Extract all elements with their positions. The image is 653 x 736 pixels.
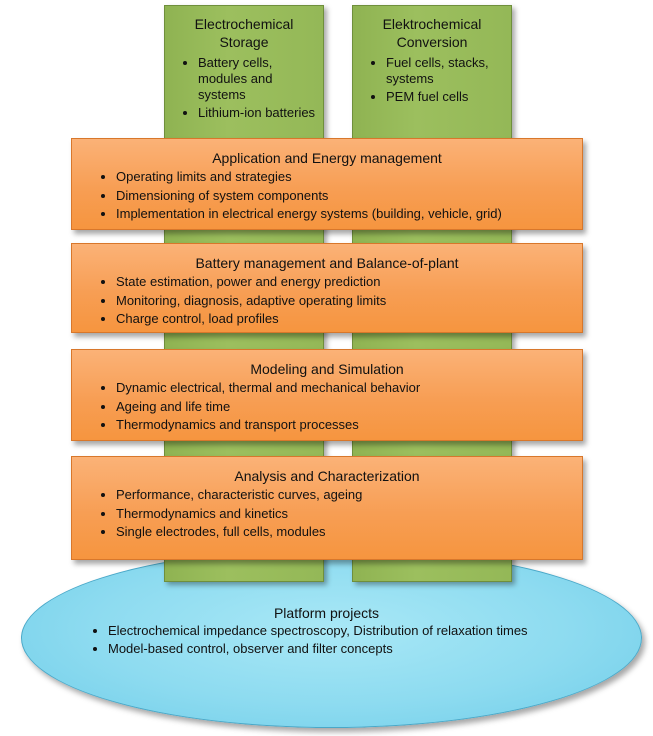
- layer-title: Battery management and Balance-of-plant: [195, 255, 459, 271]
- layer-item-list: Operating limits and strategies Dimensio…: [72, 168, 582, 223]
- pillar-item: Battery cells, modules and systems: [198, 55, 317, 103]
- layer-item: Single electrodes, full cells, modules: [116, 523, 582, 541]
- layer-item: Thermodynamics and transport processes: [116, 416, 582, 434]
- layer-item: Thermodynamics and kinetics: [116, 505, 582, 523]
- layer-item: Implementation in electrical energy syst…: [116, 205, 582, 223]
- pillar-item: PEM fuel cells: [386, 89, 505, 105]
- layer-item: Dimensioning of system components: [116, 187, 582, 205]
- pillar-item-list: Battery cells, modules and systems Lithi…: [165, 55, 323, 121]
- platform-item: Electrochemical impedance spectroscopy, …: [108, 622, 528, 640]
- pillar-title: Elektrochemical Conversion: [382, 16, 482, 50]
- layer-analysis-characterization: Analysis and Characterization Performanc…: [71, 456, 583, 560]
- platform-item: Model-based control, observer and filter…: [108, 640, 528, 658]
- platform-item-list: Electrochemical impedance spectroscopy, …: [88, 622, 528, 658]
- pillar-item: Fuel cells, stacks, systems: [386, 55, 505, 87]
- layer-item: Monitoring, diagnosis, adaptive operatin…: [116, 292, 582, 310]
- layer-item: Operating limits and strategies: [116, 168, 582, 186]
- pillar-item-list: Fuel cells, stacks, systems PEM fuel cel…: [353, 55, 511, 105]
- layer-title: Application and Energy management: [212, 150, 442, 166]
- layer-modeling-simulation: Modeling and Simulation Dynamic electric…: [71, 349, 583, 441]
- layer-item: Charge control, load profiles: [116, 310, 582, 328]
- platform-title: Platform projects: [273, 605, 380, 621]
- layer-application-energy-management: Application and Energy management Operat…: [71, 138, 583, 230]
- layer-item: Ageing and life time: [116, 398, 582, 416]
- layer-item: Performance, characteristic curves, agei…: [116, 486, 582, 504]
- layer-title: Analysis and Characterization: [234, 468, 420, 484]
- pillar-item: Lithium-ion batteries: [198, 105, 317, 121]
- layer-title: Modeling and Simulation: [250, 361, 404, 377]
- layer-item-list: State estimation, power and energy predi…: [72, 273, 582, 328]
- pillar-title: Electrochemical Storage: [194, 16, 294, 50]
- layer-item-list: Performance, characteristic curves, agei…: [72, 486, 582, 541]
- layer-item: State estimation, power and energy predi…: [116, 273, 582, 291]
- layer-item-list: Dynamic electrical, thermal and mechanic…: [72, 379, 582, 434]
- layer-battery-management: Battery management and Balance-of-plant …: [71, 243, 583, 333]
- layer-item: Dynamic electrical, thermal and mechanic…: [116, 379, 582, 397]
